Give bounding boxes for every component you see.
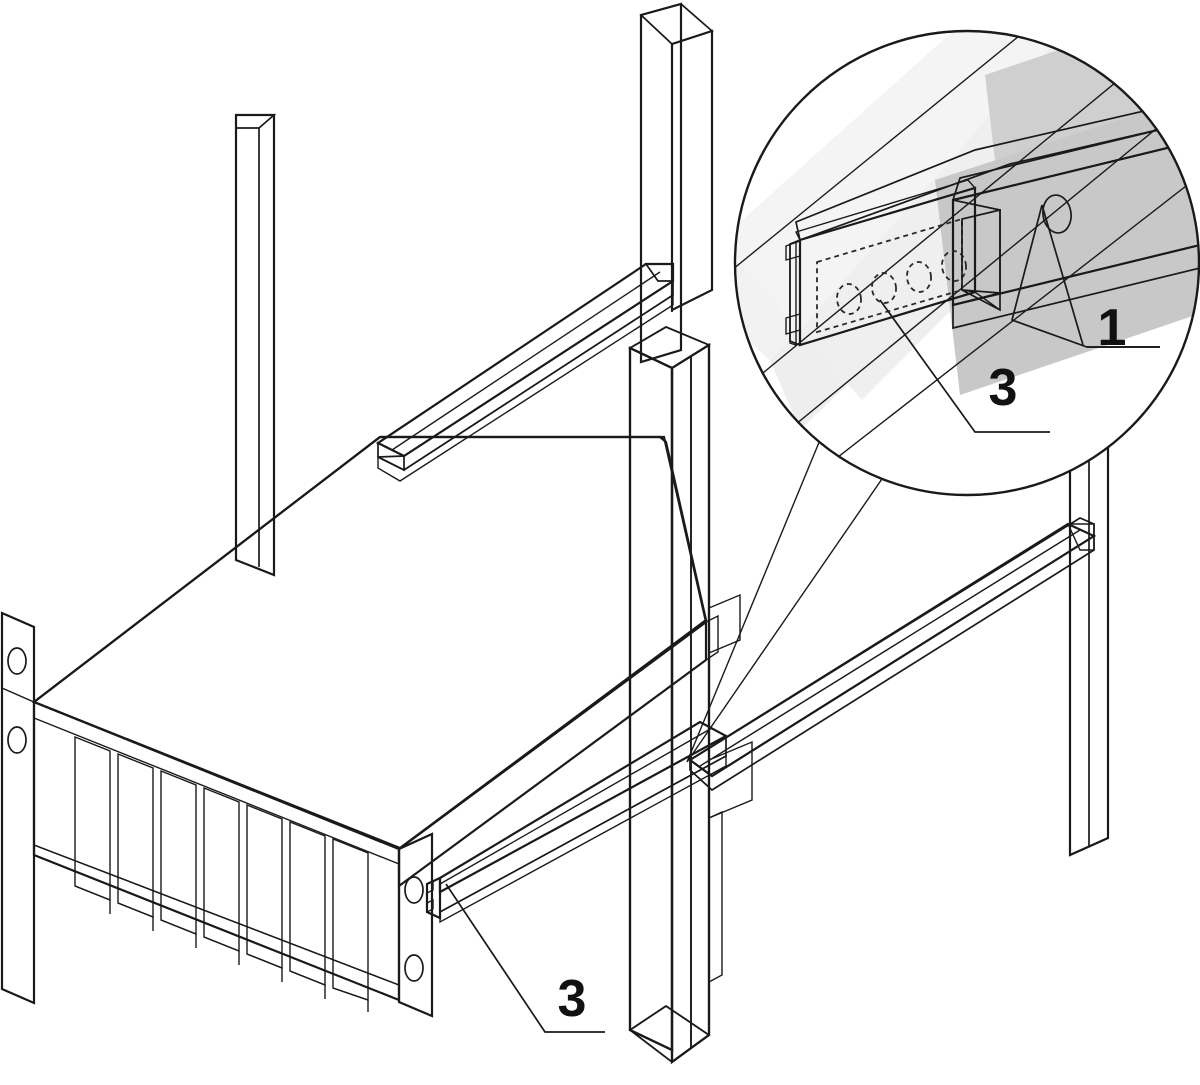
- lower-rear-rail: [688, 517, 1097, 792]
- callout-3-main: [445, 883, 605, 1033]
- card-guide: [203, 786, 240, 965]
- front-right-post-upper: [639, 2, 714, 364]
- rail-end-detail: [785, 96, 1199, 347]
- rear-right-post: [1068, 446, 1110, 857]
- post-shelf-tabs: [708, 593, 753, 984]
- card-guide: [160, 769, 197, 948]
- callout-3-detail: [879, 299, 1050, 433]
- card-guide: [74, 735, 111, 914]
- detail-leader-lines: [686, 439, 885, 763]
- subrack-card-cage: [0, 435, 719, 1018]
- card-guide: [246, 803, 283, 982]
- callout-label-3-main: 3: [558, 970, 587, 1028]
- card-guide-group: [33, 735, 400, 1012]
- rear-left-post: [234, 113, 277, 577]
- lower-front-rail: [425, 720, 729, 924]
- front-right-post-lower-overlay: [628, 326, 711, 1065]
- callout-label-3-detail: 3: [989, 359, 1018, 417]
- magnified-detail-view: [733, 29, 1200, 497]
- card-guide: [289, 820, 326, 999]
- front-left-post-angle: [630, 348, 672, 1050]
- callout-label-1: 1: [1098, 299, 1127, 357]
- left-mounting-flange: [0, 611, 36, 1005]
- upper-rear-rail: [375, 262, 675, 482]
- card-guide: [332, 837, 369, 1012]
- callout-1: [1010, 204, 1160, 348]
- card-guide: [117, 752, 154, 931]
- right-mounting-flange: [397, 832, 434, 1018]
